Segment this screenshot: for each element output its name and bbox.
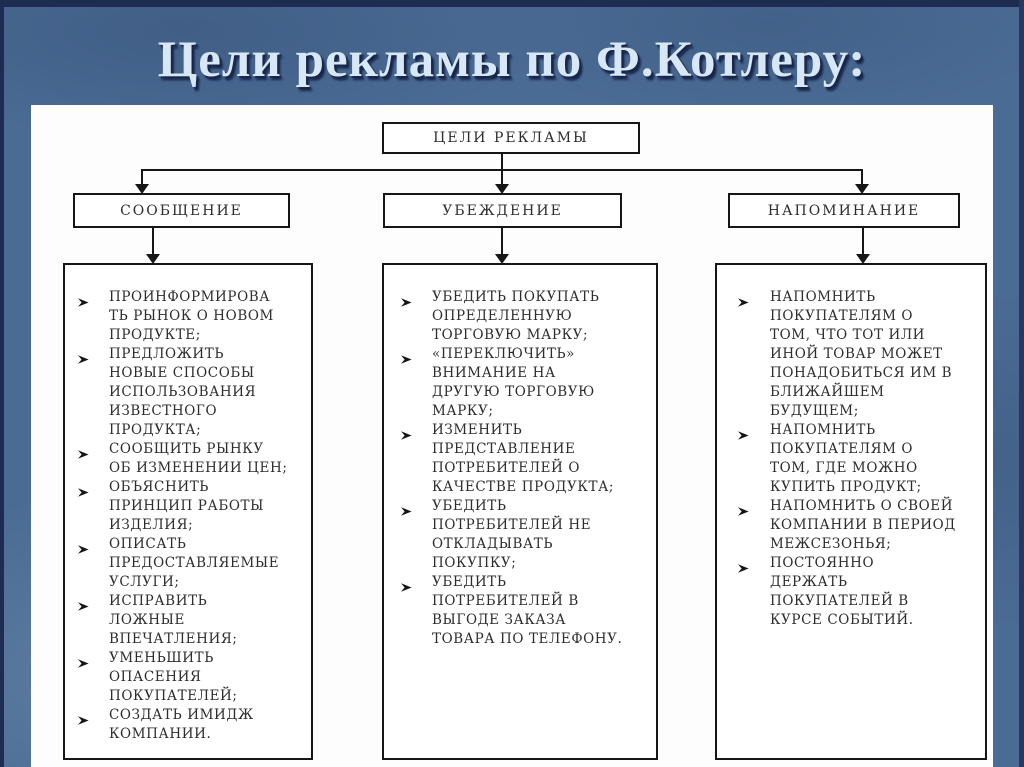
connector-lines [135, 154, 870, 264]
arrow-bullet-icon [77, 592, 109, 616]
slide-title: Цели рекламы по Ф.Котлеру: [157, 32, 867, 88]
arrow-bullet-icon [737, 497, 770, 521]
list-item-text: ОБЪЯСНИТЬ ПРИНЦИП РАБОТЫ ИЗДЕЛИЯ; [109, 479, 264, 533]
diagram-panel: ЦЕЛИ РЕКЛАМЫ СООБЩЕНИЕ УБЕЖДЕНИЕ НАПОМИН… [31, 105, 993, 767]
list-item: НАПОМНИТЬ О СВОЕЙ КОМПАНИИ В ПЕРИОД МЕЖС… [737, 497, 981, 554]
bullet-list: ПРОИНФОРМИРОВА ТЬ РЫНОК О НОВОМ ПРОДУКТЕ… [65, 265, 311, 744]
list-item: НАПОМНИТЬ ПОКУПАТЕЛЯМ О ТОМ, ЧТО ТОТ ИЛИ… [737, 288, 981, 421]
arrow-bullet-icon [400, 421, 432, 445]
list-item-text: ПРЕДЛОЖИТЬ НОВЫЕ СПОСОБЫ ИСПОЛЬЗОВАНИЯ И… [109, 346, 257, 438]
arrow-bullet-icon [737, 288, 770, 312]
items-box-message: ПРОИНФОРМИРОВА ТЬ РЫНОК О НОВОМ ПРОДУКТЕ… [63, 263, 313, 760]
list-item: УБЕДИТЬ ПОТРЕБИТЕЛЕЙ В ВЫГОДЕ ЗАКАЗА ТОВ… [400, 573, 652, 649]
left-edge-bar [0, 0, 4, 767]
arrow-bullet-icon [77, 288, 109, 312]
arrow-bullet-icon [400, 573, 432, 597]
list-item-text: НАПОМНИТЬ О СВОЕЙ КОМПАНИИ В ПЕРИОД МЕЖС… [770, 498, 956, 552]
list-item-text: ИСПРАВИТЬ ЛОЖНЫЕ ВПЕЧАТЛЕНИЯ; [109, 593, 238, 647]
items-box-persuasion: УБЕДИТЬ ПОКУПАТЬ ОПРЕДЕЛЕННУЮ ТОРГОВУЮ М… [382, 263, 658, 760]
arrow-bullet-icon [737, 554, 770, 578]
list-item-text: УБЕДИТЬ ПОТРЕБИТЕЛЕЙ В ВЫГОДЕ ЗАКАЗА ТОВ… [432, 574, 623, 647]
list-item: ПОСТОЯННО ДЕРЖАТЬ ПОКУПАТЕЛЕЙ В КУРСЕ СО… [737, 554, 981, 630]
list-item-text: ИЗМЕНИТЬ ПРЕДСТАВЛЕНИЕ ПОТРЕБИТЕЛЕЙ О КА… [432, 422, 615, 495]
list-item: УБЕДИТЬ ПОКУПАТЬ ОПРЕДЕЛЕННУЮ ТОРГОВУЮ М… [400, 288, 652, 345]
list-item: ОБЪЯСНИТЬ ПРИНЦИП РАБОТЫ ИЗДЕЛИЯ; [77, 478, 307, 535]
root-node-label: ЦЕЛИ РЕКЛАМЫ [433, 130, 589, 146]
arrow-bullet-icon [77, 440, 109, 464]
list-item-text: УБЕДИТЬ ПОКУПАТЬ ОПРЕДЕЛЕННУЮ ТОРГОВУЮ М… [432, 289, 600, 343]
list-item: НАПОМНИТЬ ПОКУПАТЕЛЯМ О ТОМ, ГДЕ МОЖНО К… [737, 421, 981, 497]
arrow-bullet-icon [77, 649, 109, 673]
arrow-bullet-icon [77, 535, 109, 559]
list-item-text: ПОСТОЯННО ДЕРЖАТЬ ПОКУПАТЕЛЕЙ В КУРСЕ СО… [770, 555, 914, 628]
category-node-message: СООБЩЕНИЕ [73, 193, 290, 228]
list-item: УМЕНЬШИТЬ ОПАСЕНИЯ ПОКУПАТЕЛЕЙ; [77, 649, 307, 706]
arrow-down-icon [495, 254, 509, 264]
arrow-bullet-icon [400, 497, 432, 521]
category-node-reminder: НАПОМИНАНИЕ [728, 193, 960, 228]
arrow-down-icon [146, 254, 160, 264]
arrow-bullet-icon [400, 288, 432, 312]
list-item: ИСПРАВИТЬ ЛОЖНЫЕ ВПЕЧАТЛЕНИЯ; [77, 592, 307, 649]
list-item: СООБЩИТЬ РЫНКУ ОБ ИЗМЕНЕНИИ ЦЕН; [77, 440, 307, 478]
list-item: СОЗДАТЬ ИМИДЖ КОМПАНИИ. [77, 706, 307, 744]
arrow-bullet-icon [737, 421, 770, 445]
list-item-text: УМЕНЬШИТЬ ОПАСЕНИЯ ПОКУПАТЕЛЕЙ; [109, 650, 238, 704]
list-item-text: ОПИСАТЬ ПРЕДОСТАВЛЯЕМЫЕ УСЛУГИ; [109, 536, 280, 590]
list-item-text: НАПОМНИТЬ ПОКУПАТЕЛЯМ О ТОМ, ГДЕ МОЖНО К… [770, 422, 922, 495]
list-item: ПРОИНФОРМИРОВА ТЬ РЫНОК О НОВОМ ПРОДУКТЕ… [77, 288, 307, 345]
list-item-text: СООБЩИТЬ РЫНКУ ОБ ИЗМЕНЕНИИ ЦЕН; [109, 441, 288, 476]
right-edge-bar [1019, 0, 1024, 767]
category-node-persuasion: УБЕЖДЕНИЕ [383, 193, 622, 228]
arrow-down-icon [135, 184, 149, 194]
root-node: ЦЕЛИ РЕКЛАМЫ [382, 122, 640, 154]
list-item: ОПИСАТЬ ПРЕДОСТАВЛЯЕМЫЕ УСЛУГИ; [77, 535, 307, 592]
arrow-bullet-icon [77, 345, 109, 369]
list-item: «ПЕРЕКЛЮЧИТЬ» ВНИМАНИЕ НА ДРУГУЮ ТОРГОВУ… [400, 345, 652, 421]
list-item: ПРЕДЛОЖИТЬ НОВЫЕ СПОСОБЫ ИСПОЛЬЗОВАНИЯ И… [77, 345, 307, 440]
list-item-text: НАПОМНИТЬ ПОКУПАТЕЛЯМ О ТОМ, ЧТО ТОТ ИЛИ… [770, 289, 953, 419]
arrow-bullet-icon [77, 706, 109, 730]
bullet-list: НАПОМНИТЬ ПОКУПАТЕЛЯМ О ТОМ, ЧТО ТОТ ИЛИ… [717, 265, 985, 630]
arrow-bullet-icon [77, 478, 109, 502]
list-item-text: УБЕДИТЬ ПОТРЕБИТЕЛЕЙ НЕ ОТКЛАДЫВАТЬ ПОКУ… [432, 498, 592, 571]
list-item-text: ПРОИНФОРМИРОВА ТЬ РЫНОК О НОВОМ ПРОДУКТЕ… [109, 289, 274, 343]
category-label: СООБЩЕНИЕ [120, 202, 243, 219]
category-label: УБЕЖДЕНИЕ [442, 202, 563, 219]
bullet-list: УБЕДИТЬ ПОКУПАТЬ ОПРЕДЕЛЕННУЮ ТОРГОВУЮ М… [384, 265, 656, 649]
items-box-reminder: НАПОМНИТЬ ПОКУПАТЕЛЯМ О ТОМ, ЧТО ТОТ ИЛИ… [715, 263, 987, 760]
arrow-down-icon [495, 184, 509, 194]
arrow-bullet-icon [400, 345, 432, 369]
top-edge-bar [0, 0, 1024, 7]
arrow-down-icon [856, 254, 870, 264]
arrow-down-icon [855, 184, 869, 194]
list-item: ИЗМЕНИТЬ ПРЕДСТАВЛЕНИЕ ПОТРЕБИТЕЛЕЙ О КА… [400, 421, 652, 497]
list-item-text: «ПЕРЕКЛЮЧИТЬ» ВНИМАНИЕ НА ДРУГУЮ ТОРГОВУ… [432, 346, 595, 419]
list-item: УБЕДИТЬ ПОТРЕБИТЕЛЕЙ НЕ ОТКЛАДЫВАТЬ ПОКУ… [400, 497, 652, 573]
list-item-text: СОЗДАТЬ ИМИДЖ КОМПАНИИ. [109, 707, 254, 742]
category-label: НАПОМИНАНИЕ [767, 202, 921, 219]
